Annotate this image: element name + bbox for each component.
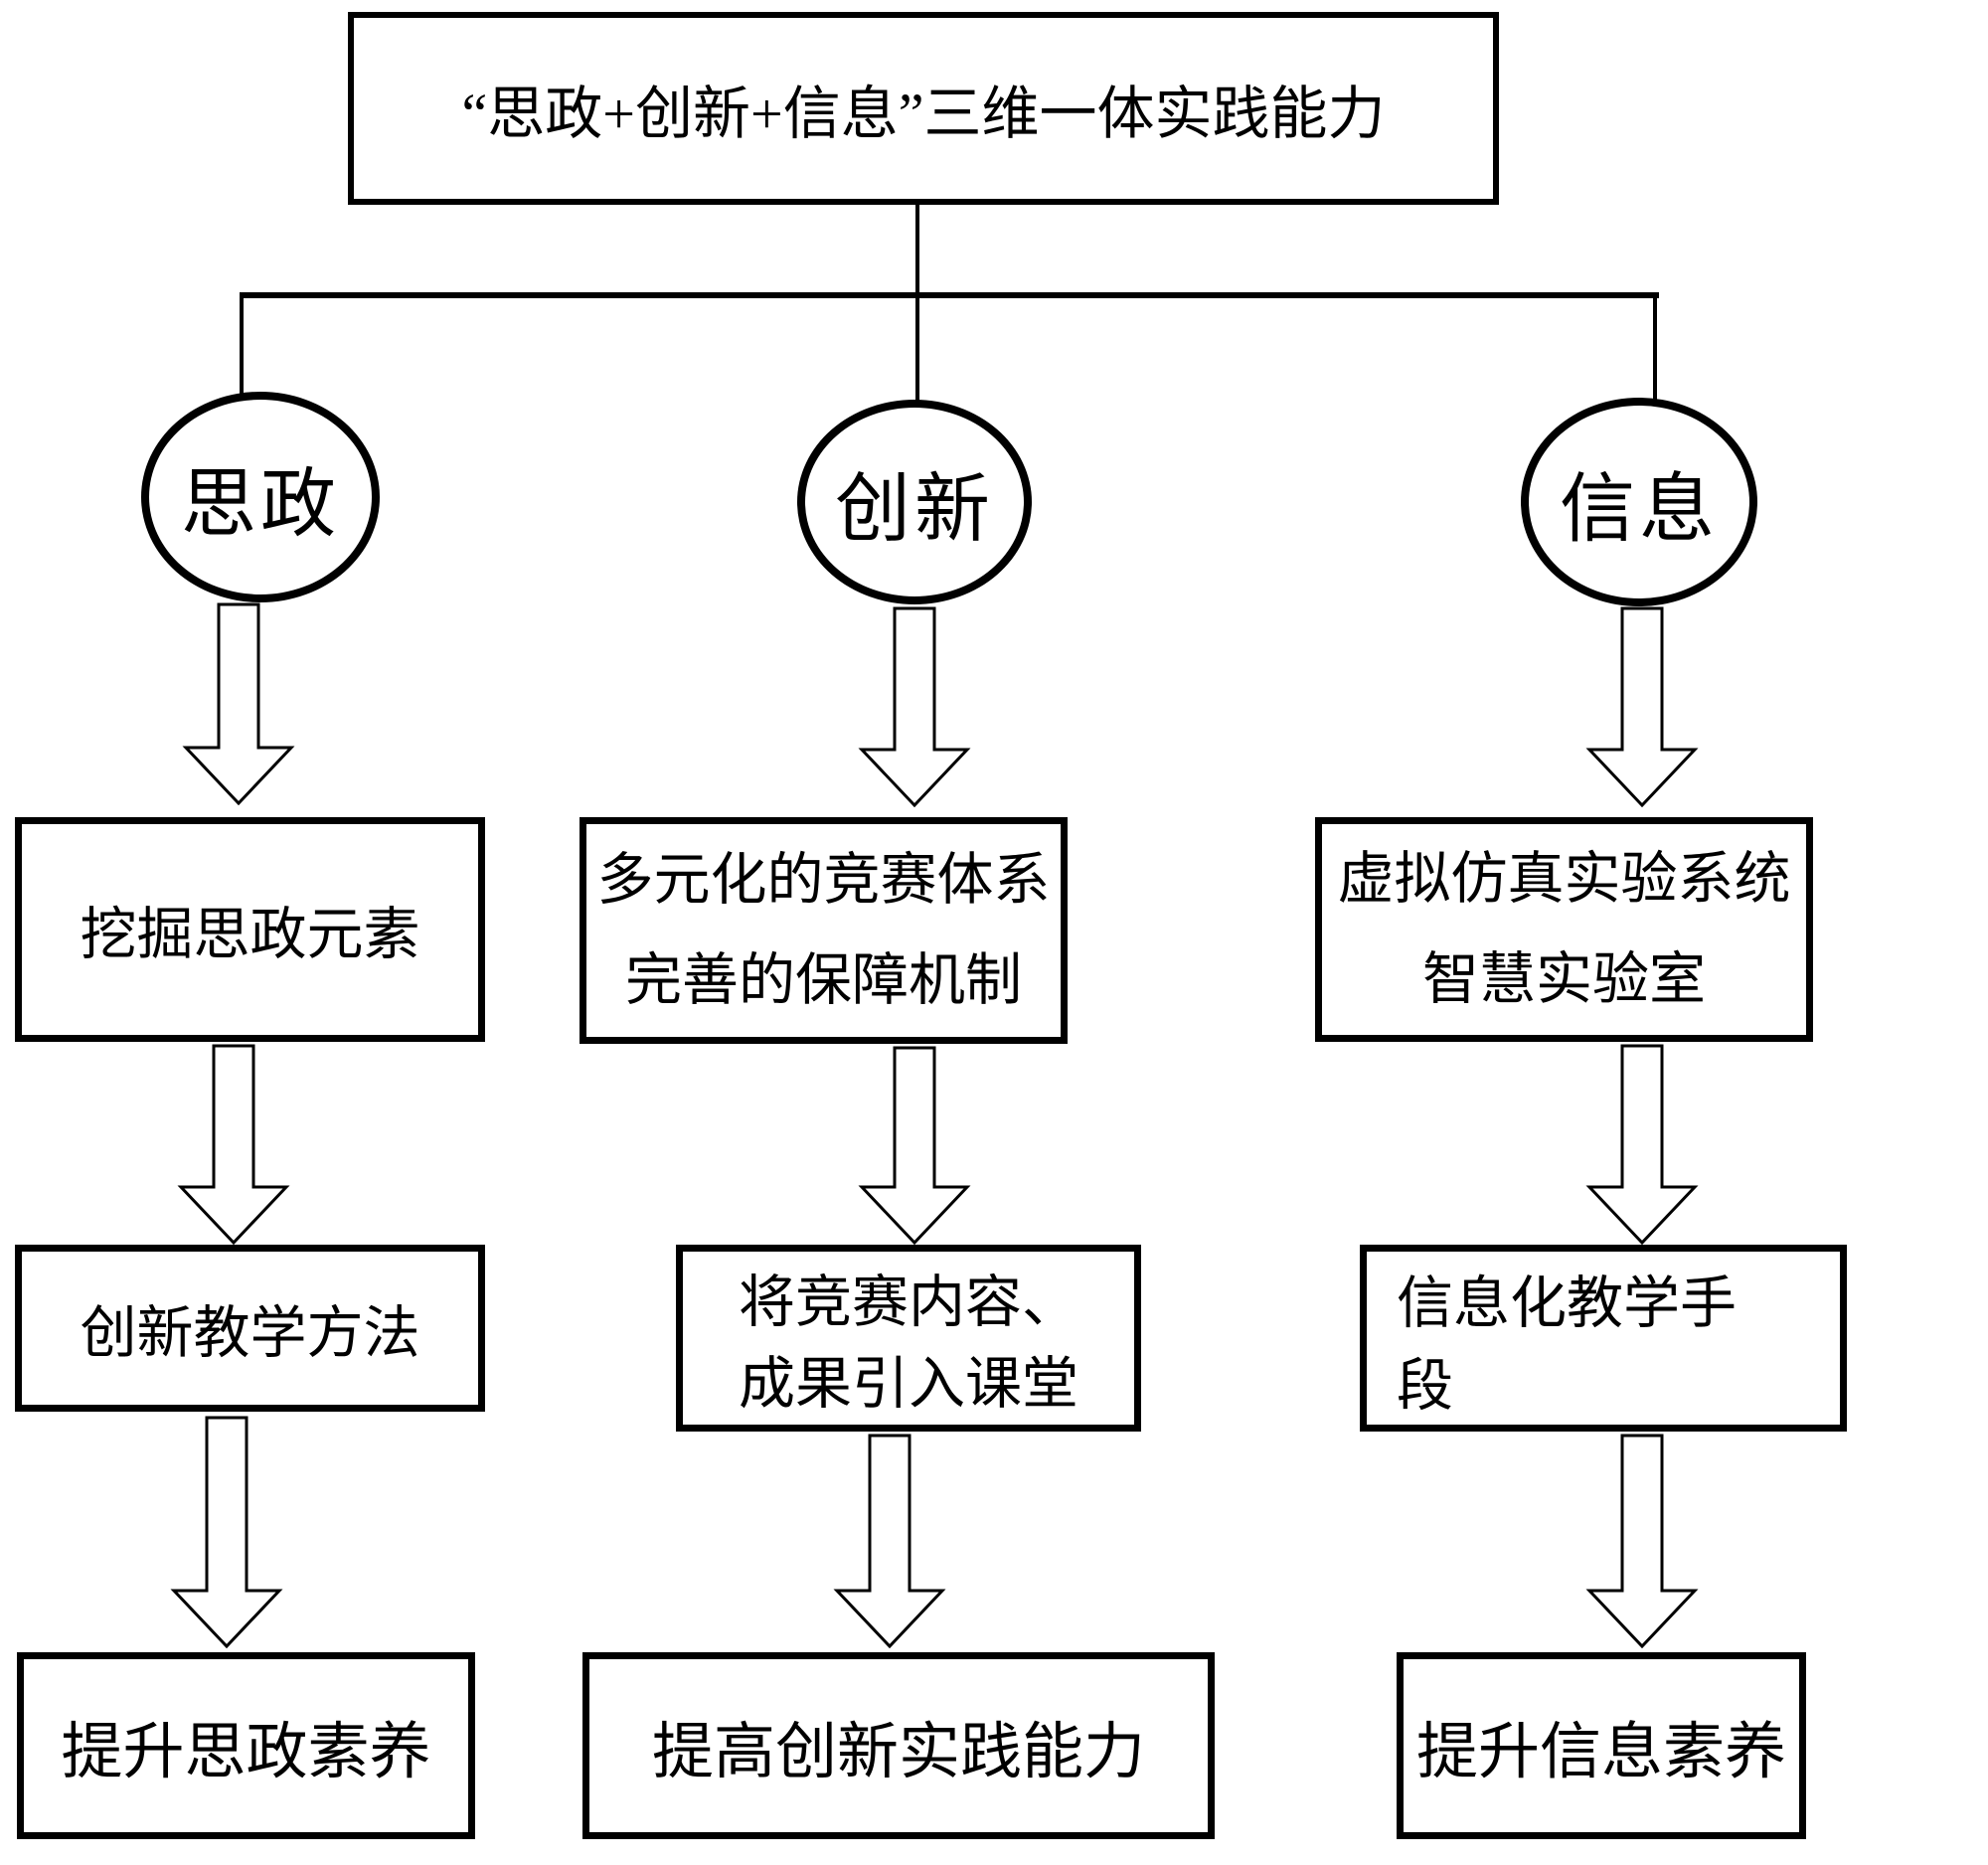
connector-branch-line	[240, 292, 1659, 298]
circle-information: 信息	[1521, 398, 1757, 606]
box-improve-innovation-ability: 提高创新实践能力	[582, 1652, 1215, 1839]
box-competition-into-class-line2: 成果引入课堂	[739, 1353, 1078, 1416]
down-arrow	[1585, 1044, 1699, 1245]
box-competition-into-class-line1: 将竞赛内容、	[739, 1272, 1078, 1334]
box-virtual-simulation-lab: 虚拟仿真实验系统 智慧实验室	[1315, 817, 1813, 1042]
box-competition-system: 多元化的竞赛体系 完善的保障机制	[580, 817, 1068, 1044]
box-improve-information-literacy: 提升信息素养	[1397, 1652, 1806, 1839]
box-innovate-teaching-methods-label: 创新教学方法	[80, 1302, 420, 1365]
circle-innovation-label: 创新	[835, 468, 994, 552]
circle-innovation: 创新	[797, 400, 1032, 604]
box-improve-information-literacy-label: 提升信息素养	[1415, 1719, 1786, 1786]
down-arrow	[858, 606, 971, 807]
box-virtual-simulation-lab-line2: 智慧实验室	[1422, 948, 1706, 1011]
box-dig-ideology-elements-label: 挖掘思政元素	[80, 904, 420, 966]
down-arrow	[170, 1416, 283, 1648]
box-competition-into-class: 将竞赛内容、 成果引入课堂	[676, 1245, 1141, 1432]
box-competition-system-line2: 完善的保障机制	[625, 949, 1022, 1012]
down-arrow	[1585, 1434, 1699, 1648]
box-dig-ideology-elements: 挖掘思政元素	[15, 817, 485, 1042]
box-improve-innovation-ability-label: 提高创新实践能力	[651, 1719, 1145, 1786]
root-box: “思政+创新+信息”三维一体实践能力	[348, 12, 1499, 205]
box-improve-ideology-literacy-label: 提升思政素养	[61, 1719, 431, 1786]
connector-drop-right	[1653, 292, 1657, 402]
down-arrow	[858, 1046, 971, 1245]
box-competition-system-line1: 多元化的竞赛体系	[596, 848, 1051, 912]
down-arrow	[182, 602, 295, 805]
box-virtual-simulation-lab-line1: 虚拟仿真实验系统	[1337, 847, 1791, 911]
circle-ideology-label: 思政	[181, 463, 340, 547]
box-informatization-teaching: 信息化教学手段	[1360, 1245, 1847, 1432]
connector-drop-middle	[915, 292, 919, 404]
circle-ideology: 思政	[141, 392, 380, 602]
circle-information-label: 信息	[1560, 468, 1719, 552]
connector-drop-left	[240, 292, 244, 396]
box-informatization-teaching-label: 信息化教学手段	[1397, 1272, 1737, 1418]
connector-trunk-line	[915, 205, 919, 298]
root-title: “思政+创新+信息”三维一体实践能力	[461, 82, 1386, 146]
box-improve-ideology-literacy: 提升思政素养	[17, 1652, 475, 1839]
box-innovate-teaching-methods: 创新教学方法	[15, 1245, 485, 1412]
down-arrow	[833, 1434, 946, 1648]
down-arrow	[177, 1044, 290, 1245]
down-arrow	[1585, 606, 1699, 807]
